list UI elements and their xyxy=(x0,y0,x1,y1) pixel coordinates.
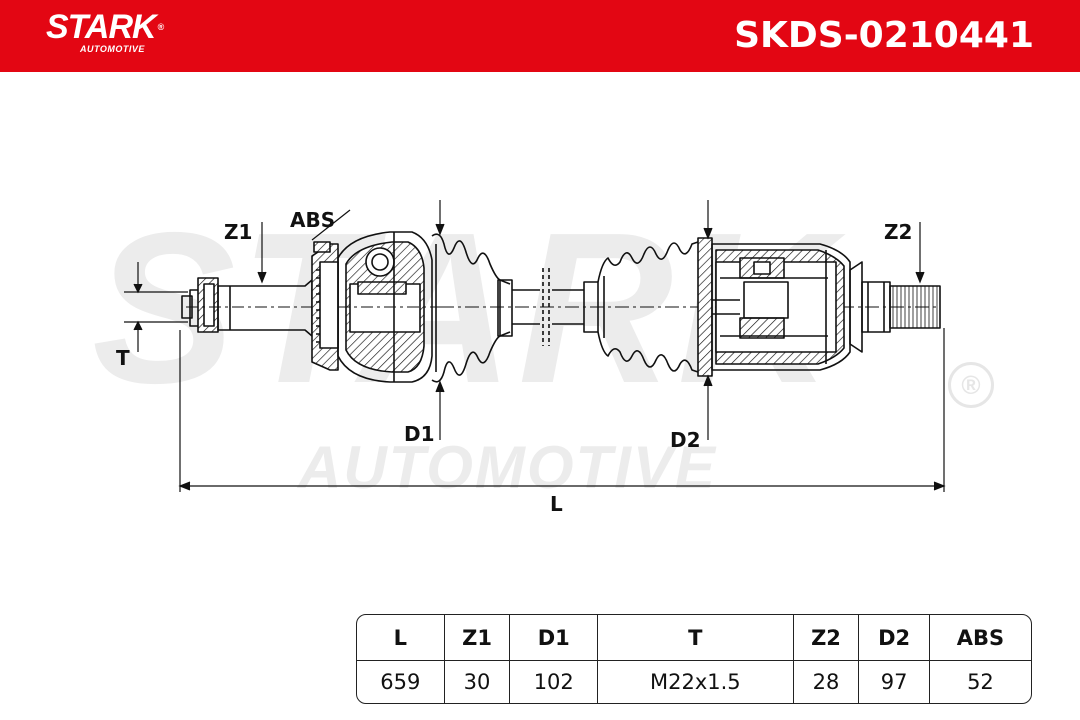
specs-value-d1: 102 xyxy=(510,661,599,703)
specs-value-z1: 30 xyxy=(445,661,511,703)
abs-ring xyxy=(311,241,339,371)
label-z2: Z2 xyxy=(884,220,913,244)
specs-header-t: T xyxy=(598,615,794,661)
label-z1: Z1 xyxy=(224,220,253,244)
specs-value-abs: 52 xyxy=(967,670,994,694)
inner-boot xyxy=(597,237,713,377)
watermark-sub: AUTOMOTIVE xyxy=(298,434,717,501)
stark-logo: STARK® AUTOMOTIVE xyxy=(46,8,165,54)
specs-header-z1: Z1 xyxy=(444,615,511,661)
header-bar: STARK® AUTOMOTIVE SKDS-0210441 xyxy=(0,0,1080,72)
specs-header-abs: ABS xyxy=(929,615,1031,661)
inner-stub-shaft xyxy=(849,261,941,353)
specs-header-l: L xyxy=(357,615,445,661)
specs-value-d2: 97 xyxy=(859,661,930,703)
logo-brand-text: STARK xyxy=(46,8,157,46)
specs-value-z2: 28 xyxy=(794,661,860,703)
logo-reg-mark: ® xyxy=(157,22,165,32)
inner-cv-joint xyxy=(711,243,851,371)
specs-table: L Z1 D1 T Z2 D2 ABS 659 30 102 M22x1.5 2… xyxy=(356,614,1032,704)
specs-value-l: 659 xyxy=(357,661,445,703)
outer-stub-shaft xyxy=(181,277,318,337)
label-t: T xyxy=(116,346,130,370)
main-shaft xyxy=(440,268,940,346)
specs-header-d1: D1 xyxy=(510,615,599,661)
part-number: SKDS-0210441 xyxy=(734,15,1034,56)
label-abs: ABS xyxy=(290,208,336,232)
label-d2: D2 xyxy=(670,428,701,452)
outer-cv-joint xyxy=(337,231,440,383)
specs-header-row: L Z1 D1 T Z2 D2 ABS xyxy=(357,615,1031,661)
specs-header-d2: D2 xyxy=(859,615,930,661)
label-d1: D1 xyxy=(404,422,435,446)
specs-value-t: M22x1.5 xyxy=(598,661,794,703)
label-l: L xyxy=(550,492,563,516)
watermark-reg-mark: ® xyxy=(948,362,994,408)
logo-sub-text: AUTOMOTIVE xyxy=(80,44,145,54)
abs-leader xyxy=(311,209,351,241)
specs-header-z2: Z2 xyxy=(793,615,860,661)
outer-boot xyxy=(431,233,513,383)
specs-value-row: 659 30 102 M22x1.5 28 97 52 xyxy=(357,661,1031,703)
dimension-lines xyxy=(124,200,946,492)
